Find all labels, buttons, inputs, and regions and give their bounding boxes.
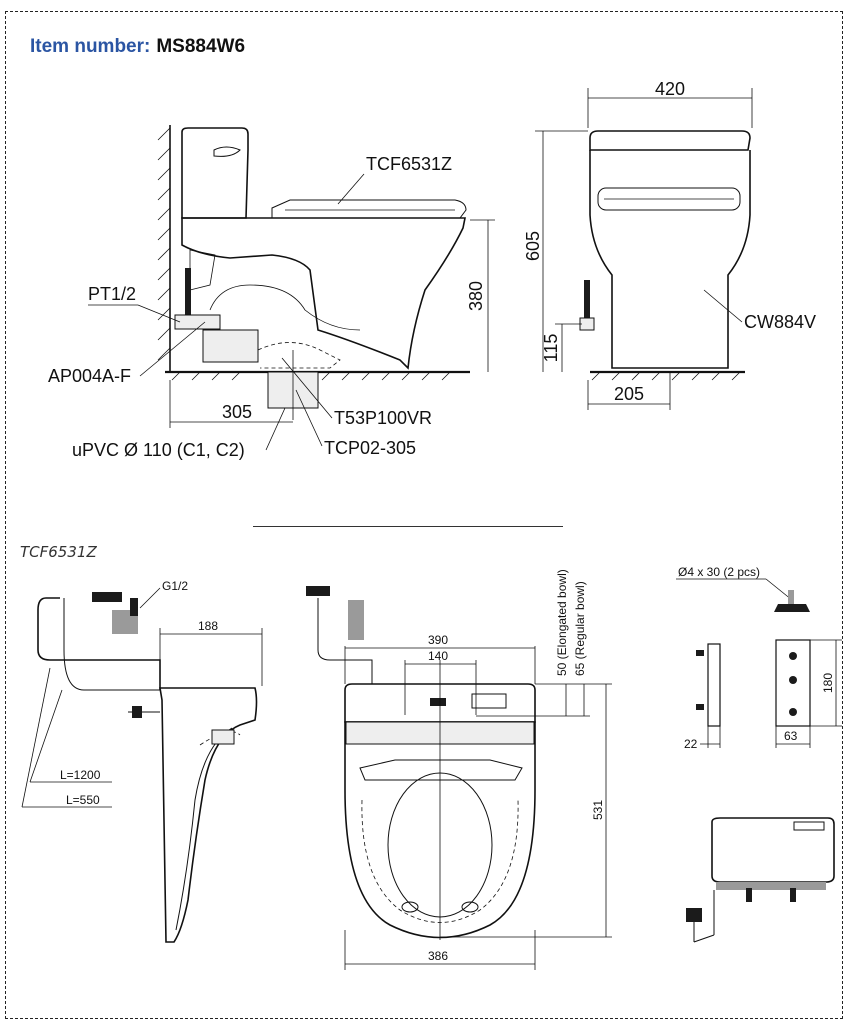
dim-spacing-140: 140: [428, 649, 448, 663]
dim-height-605: 605: [523, 231, 543, 261]
label-pt12: PT1/2: [88, 284, 136, 304]
connector-plug: [92, 592, 122, 602]
control-unit: [711, 817, 835, 883]
center-button: [430, 698, 446, 706]
label-seat-model: TCF6531Z: [366, 154, 452, 174]
bracket-hole-mid: [789, 676, 797, 684]
tank-body: [181, 127, 249, 219]
dim-supply-offset-205: 205: [614, 384, 644, 404]
item-number-heading: Item number:MS884W6: [30, 36, 245, 58]
leader-flange: [281, 357, 333, 419]
toilet-side-view: 380 305 TCF6531Z PT1/2 AP004A-F T53P100V…: [48, 125, 495, 460]
dim-supply-height-115: 115: [541, 334, 561, 363]
trapway: [209, 284, 361, 331]
seat-foot-right: [461, 901, 479, 913]
dim-rough-in-305: 305: [222, 402, 252, 422]
dim-width-420: 420: [655, 79, 685, 99]
label-bowl-model: CW884V: [744, 312, 816, 332]
bracket-views: Ø4 x 30 (2 pcs) 22 180 63: [676, 565, 842, 943]
note-regular-bowl: 65 (Regular bowl): [573, 581, 587, 676]
dim-width-386: 386: [428, 949, 448, 963]
item-number-label: Item number:: [30, 36, 151, 57]
top-valve: [348, 600, 364, 640]
toilet-front-view: 420 605 115 205 CW884V: [523, 79, 816, 410]
seat-inner-curve: [175, 727, 233, 931]
note-elongated-bowl: 50 (Elongated bowl): [555, 569, 569, 676]
label-pipe: uPVC Ø 110 (C1, C2): [72, 440, 245, 460]
top-hose: [317, 598, 373, 684]
flush-lever: [213, 146, 241, 157]
unit-plug: [686, 908, 702, 922]
label-hose-long: L=1200: [60, 768, 101, 782]
dim-height-180: 180: [821, 673, 835, 693]
bowl-body: [181, 217, 466, 370]
nozzle-port: [211, 729, 235, 745]
leader-pt12-b: [137, 304, 181, 323]
front-stop-valve: [579, 317, 595, 331]
section-separator: [253, 526, 563, 527]
leader-adapter: [295, 389, 323, 447]
label-screw: Ø4 x 30 (2 pcs): [678, 565, 760, 579]
hose-long-route: [37, 597, 161, 690]
dim-length-531: 531: [591, 800, 605, 820]
bracket-side: [707, 643, 721, 727]
seat-lid: [271, 199, 467, 219]
item-number-value: MS884W6: [156, 36, 246, 57]
unit-pipe-1: [746, 888, 752, 902]
label-valve: AP004A-F: [48, 366, 131, 386]
leader-screw-b: [765, 578, 793, 601]
hose-short-route: [63, 598, 160, 691]
label-hose-short: L=550: [66, 793, 100, 807]
leader-hose-long-b: [29, 689, 63, 783]
seat-body-side: [159, 687, 258, 943]
unit-cable-3: [693, 934, 715, 943]
supply-hose: [185, 268, 191, 318]
stop-valve: [174, 314, 221, 330]
stub-fitting: [132, 706, 142, 718]
seat-top-view: 390 140 386 531 50 (Elongated bowl) 65 (…: [306, 569, 612, 970]
leader-pipe: [265, 407, 286, 451]
front-supply-hose: [584, 280, 590, 320]
valve-top: [130, 598, 138, 616]
dim-width-63: 63: [784, 729, 798, 743]
bracket-hole-bottom: [789, 708, 797, 716]
screw-shank: [788, 590, 794, 604]
bracket-clip-top: [696, 650, 704, 656]
dim-width-390: 390: [428, 633, 448, 647]
top-plug: [306, 586, 330, 596]
leader-hose-short-b: [21, 667, 51, 808]
bracket-hole-top: [789, 652, 797, 660]
front-seat: [597, 187, 741, 211]
dim-height-380: 380: [466, 281, 486, 311]
seat-foot-left: [401, 901, 419, 913]
seat-back-unit: [344, 683, 536, 723]
seat-side-view: 188 G1/2 L=1200 L=550: [21, 579, 263, 943]
bracket-clip-bottom: [696, 704, 704, 710]
front-bowl: [589, 150, 751, 369]
leader-bowl-model: [703, 289, 743, 323]
wall-hatch: [157, 127, 171, 361]
seat-front-edge: [359, 759, 523, 781]
unit-buttons: [793, 821, 825, 831]
dim-depth-188: 188: [198, 619, 218, 633]
label-flange: T53P100VR: [334, 408, 432, 428]
floor-hatch: [171, 371, 451, 381]
unit-pipe-2: [790, 888, 796, 902]
screw-icon: [774, 604, 810, 612]
drain-block: [202, 329, 259, 363]
unit-base: [716, 882, 826, 890]
leader-valve: [139, 321, 206, 377]
dim-thickness-22: 22: [684, 737, 698, 751]
front-tank-top: [589, 130, 751, 151]
label-adapter: TCP02-305: [324, 438, 416, 458]
drain-dash: [257, 342, 341, 369]
leader-seat-model: [337, 173, 365, 205]
control-panel: [471, 693, 507, 709]
leader-thread: [139, 587, 161, 609]
front-floor-hatch: [591, 371, 741, 381]
label-thread-g12: G1/2: [162, 579, 188, 593]
drawing-frame: [5, 11, 843, 1019]
seat-section-title: TCF6531Z: [20, 543, 97, 561]
